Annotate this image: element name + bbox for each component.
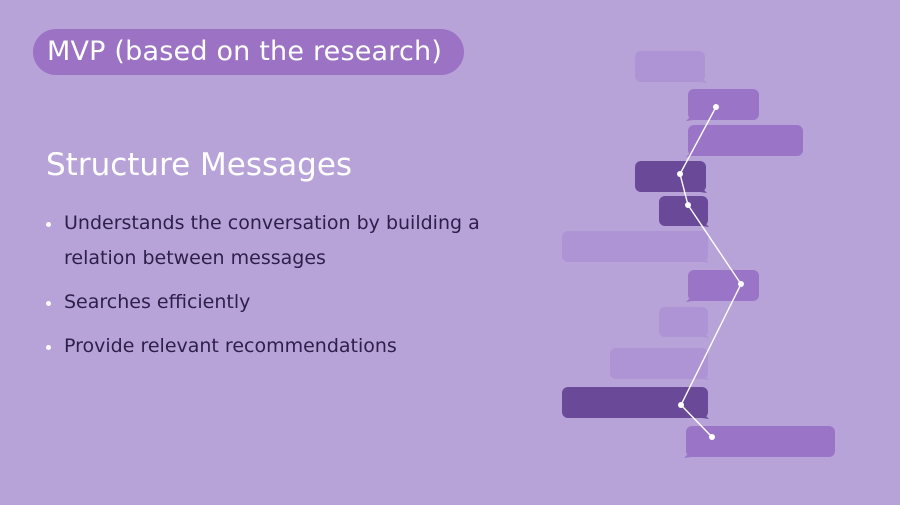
chat-bubble (686, 270, 759, 302)
chat-bubble (659, 307, 709, 338)
chat-bubble (635, 161, 707, 193)
chat-bubble (562, 231, 709, 263)
relation-connector-line (679, 106, 742, 438)
bullet-list: Understands the conversation by building… (46, 206, 516, 373)
bullet-text: Understands the conversation by building… (64, 212, 480, 269)
bullet-dot-icon (46, 345, 51, 350)
message-thread-illustration (562, 51, 835, 458)
bullet-dot-icon (46, 222, 51, 227)
chat-bubble (684, 426, 835, 458)
bullet-item: Understands the conversation by building… (46, 206, 516, 276)
chat-bubble (635, 51, 707, 83)
chat-bubble (610, 348, 709, 380)
bullet-dot-icon (46, 301, 51, 306)
bullet-item: Provide relevant recommendations (46, 329, 516, 364)
section-heading: Structure Messages (46, 147, 353, 183)
chat-bubble (686, 89, 759, 121)
slide-title: MVP (based on the research) (33, 29, 465, 75)
bullet-text: Provide relevant recommendations (64, 335, 397, 357)
chat-bubble (562, 387, 709, 419)
relation-node-dots (677, 104, 744, 440)
bullet-text: Searches efficiently (64, 291, 251, 313)
chat-bubble (659, 196, 709, 227)
bullet-item: Searches efficiently (46, 285, 516, 320)
